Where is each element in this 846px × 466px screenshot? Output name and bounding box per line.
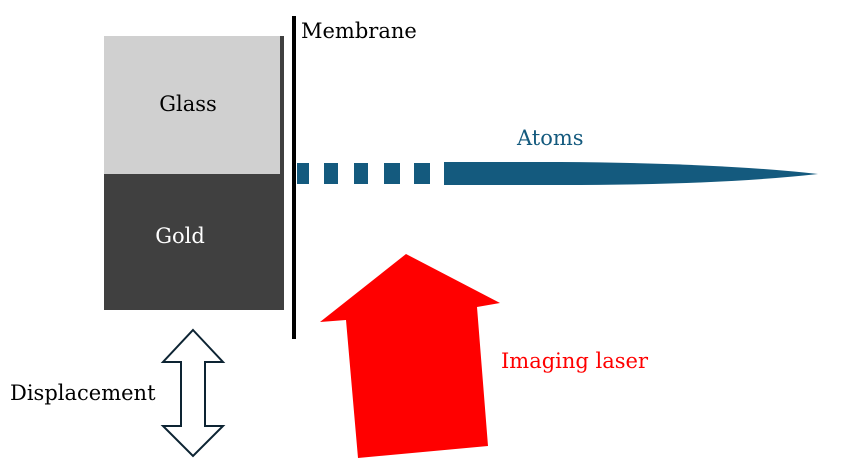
displacement-label: Displacement xyxy=(10,381,156,405)
atoms-dash-3 xyxy=(354,163,368,184)
displacement-arrow xyxy=(160,328,226,458)
gold-label: Gold xyxy=(155,224,205,248)
atoms-cloud xyxy=(444,162,818,185)
glass-edge xyxy=(280,36,284,174)
imaging-laser-label: Imaging laser xyxy=(501,349,649,373)
atoms-dash-1 xyxy=(297,163,309,184)
atoms-beam xyxy=(297,162,818,185)
atoms-dash-4 xyxy=(384,163,400,184)
atoms-dash-2 xyxy=(324,163,338,184)
glass-block xyxy=(104,36,284,174)
glass-label: Glass xyxy=(159,92,217,116)
membrane-label: Membrane xyxy=(301,19,417,43)
imaging-laser-arrow xyxy=(320,254,500,458)
gold-block xyxy=(104,174,284,310)
atoms-label: Atoms xyxy=(516,126,584,150)
atoms-dash-5 xyxy=(414,163,430,184)
